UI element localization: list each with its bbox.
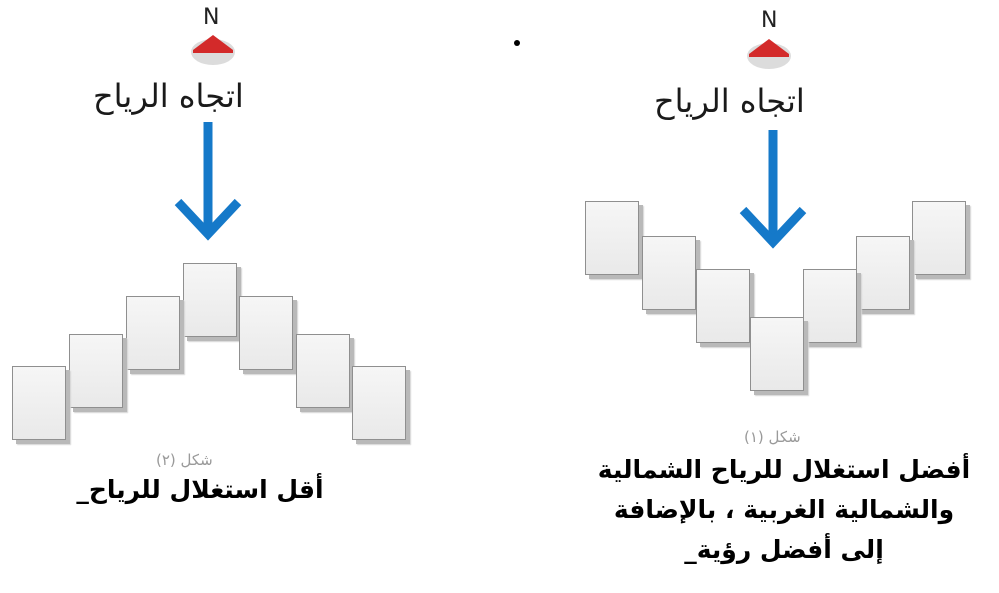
wind-arrow-down-icon <box>739 130 807 249</box>
building-block <box>183 263 237 337</box>
description-line: _إلى أفضل رؤية <box>684 535 884 564</box>
figure-caption: شكل (٢) <box>156 451 213 469</box>
north-label: N <box>761 8 778 33</box>
wind-direction-label: اتجاه الرياح <box>654 82 805 120</box>
compass-north-icon <box>191 35 235 65</box>
figure-2-panel: N اتجاه الرياح شكل (٢) _أقل استغلال للري… <box>0 0 420 593</box>
building-block <box>352 366 406 440</box>
building-block <box>12 366 66 440</box>
figure-caption: شكل (١) <box>744 428 801 446</box>
figure-description: _أقل استغلال للرياح <box>50 470 350 510</box>
building-block <box>642 236 696 310</box>
description-line: والشمالية الغربية ، بالإضافة <box>613 495 955 524</box>
building-block <box>803 269 857 343</box>
wind-arrow-down-icon <box>174 122 242 241</box>
building-block <box>296 334 350 408</box>
building-block <box>912 201 966 275</box>
description-line: _أقل استغلال للرياح <box>76 475 324 504</box>
north-label: N <box>203 5 220 30</box>
compass-north-icon <box>747 39 791 69</box>
building-block <box>696 269 750 343</box>
building-block <box>126 296 180 370</box>
building-block <box>585 201 639 275</box>
wind-direction-label: اتجاه الرياح <box>93 77 244 115</box>
building-block <box>750 317 804 391</box>
building-block <box>856 236 910 310</box>
separator-dot <box>514 40 520 46</box>
figure-description: أفضل استغلال للرياح الشمالية والشمالية ا… <box>579 450 989 570</box>
figure-1-panel: N اتجاه الرياح شكل (١) أفضل استغلال للري… <box>579 0 999 593</box>
building-block <box>239 296 293 370</box>
building-block <box>69 334 123 408</box>
description-line: أفضل استغلال للرياح الشمالية <box>597 455 971 484</box>
